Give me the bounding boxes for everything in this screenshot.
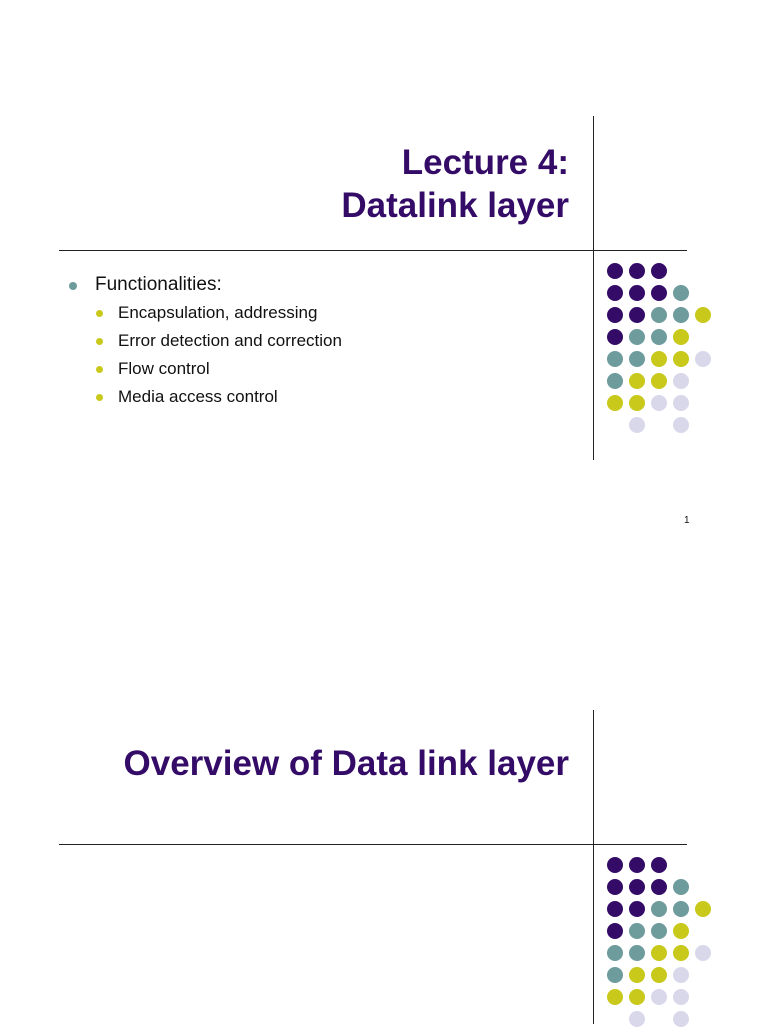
dot-teal [607, 351, 623, 367]
dot-teal [673, 307, 689, 323]
dot-purple [629, 857, 645, 873]
dot-lavender [651, 395, 667, 411]
dot-yellow [651, 351, 667, 367]
dot-teal [651, 923, 667, 939]
sub-bullet-item: Error detection and correction [66, 328, 342, 356]
dot-purple [651, 879, 667, 895]
dot-purple [607, 307, 623, 323]
slide-1: Lecture 4: Datalink layer Functionalitie… [0, 0, 768, 526]
page-number: 1 [684, 515, 690, 526]
dot-teal [629, 945, 645, 961]
slide-title: Lecture 4: Datalink layer [341, 141, 569, 227]
dot-purple [607, 285, 623, 301]
sub-bullet-item: Encapsulation, addressing [66, 300, 342, 328]
dot-yellow [607, 395, 623, 411]
dot-lavender [629, 417, 645, 433]
dot-purple [607, 857, 623, 873]
dot-yellow [629, 967, 645, 983]
title-line-2: Datalink layer [341, 186, 569, 225]
dot-lavender [695, 945, 711, 961]
horizontal-divider [59, 844, 687, 845]
dot-yellow [673, 923, 689, 939]
horizontal-divider [59, 250, 687, 251]
dot-lavender [673, 395, 689, 411]
dot-purple [629, 307, 645, 323]
dot-yellow [651, 967, 667, 983]
dot-purple [651, 285, 667, 301]
dot-purple [629, 263, 645, 279]
dot-yellow [607, 989, 623, 1005]
dot-lavender [651, 989, 667, 1005]
dot-yellow [629, 373, 645, 389]
dot-yellow [629, 395, 645, 411]
vertical-divider [593, 710, 594, 1024]
dot-purple [629, 879, 645, 895]
dot-teal [607, 967, 623, 983]
sub-bullet-list: Encapsulation, addressing Error detectio… [66, 300, 342, 412]
dot-lavender [673, 417, 689, 433]
dot-lavender [673, 1011, 689, 1027]
dot-teal [629, 923, 645, 939]
dot-teal [607, 945, 623, 961]
slide-title: Overview of Data link layer [124, 742, 569, 785]
slide-2: Overview of Data link layer [0, 590, 768, 1027]
dot-yellow [651, 373, 667, 389]
dot-lavender [629, 1011, 645, 1027]
dot-purple [607, 879, 623, 895]
dot-lavender [695, 351, 711, 367]
dot-yellow [673, 351, 689, 367]
dot-teal [651, 307, 667, 323]
dot-teal [673, 879, 689, 895]
dot-purple [607, 901, 623, 917]
dot-pattern-decoration [0, 590, 768, 1027]
sub-bullet-item: Media access control [66, 384, 342, 412]
dot-yellow [695, 307, 711, 323]
dot-purple [629, 285, 645, 301]
dot-yellow [629, 989, 645, 1005]
dot-yellow [673, 945, 689, 961]
dot-teal [607, 373, 623, 389]
dot-purple [607, 263, 623, 279]
dot-yellow [673, 329, 689, 345]
dot-purple [607, 329, 623, 345]
bullet-functionalities: Functionalities: [66, 272, 342, 300]
dot-teal [629, 329, 645, 345]
dot-teal [673, 901, 689, 917]
dot-teal [651, 901, 667, 917]
title-line-1: Lecture 4: [401, 143, 569, 182]
dot-teal [673, 285, 689, 301]
title-line-1: Overview of Data link layer [123, 744, 569, 783]
dot-yellow [695, 901, 711, 917]
bullet-list: Functionalities: Encapsulation, addressi… [66, 272, 342, 412]
sub-bullet-item: Flow control [66, 356, 342, 384]
dot-purple [607, 923, 623, 939]
dot-lavender [673, 373, 689, 389]
dot-teal [629, 351, 645, 367]
dot-yellow [651, 945, 667, 961]
bullet-text: Functionalities: [95, 274, 222, 295]
dot-lavender [673, 967, 689, 983]
dot-lavender [673, 989, 689, 1005]
dot-purple [651, 263, 667, 279]
dot-purple [651, 857, 667, 873]
dot-teal [651, 329, 667, 345]
dot-purple [629, 901, 645, 917]
vertical-divider [593, 116, 594, 460]
dot-pattern-decoration [0, 0, 768, 433]
